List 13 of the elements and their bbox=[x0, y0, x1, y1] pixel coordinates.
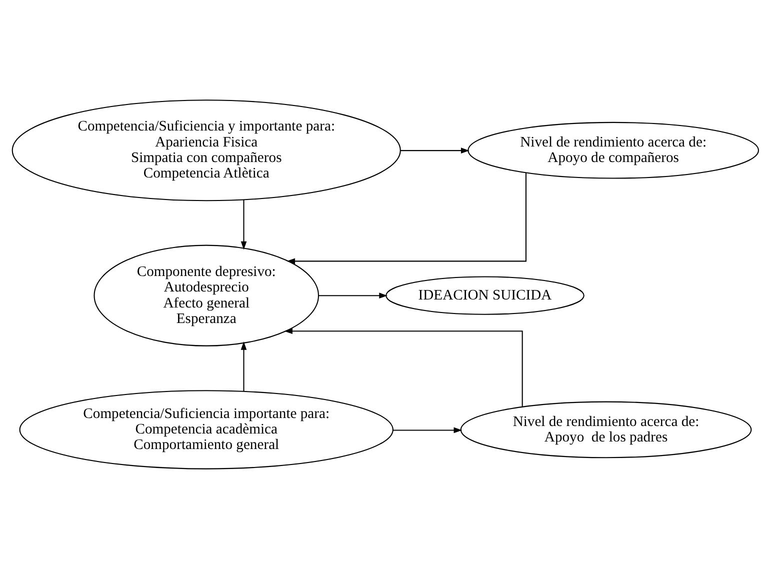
arrow bbox=[240, 341, 247, 391]
node-ellipse: Nivel de rendimiento acerca de: Apoyo de los padres bbox=[460, 400, 752, 458]
arrow bbox=[284, 328, 523, 406]
node-ellipse: IDEACION SUICIDA bbox=[386, 276, 584, 314]
arrow bbox=[286, 172, 526, 264]
node-ellipse: Nivel de rendimiento acerca de: Apoyo de compañeros bbox=[468, 121, 759, 178]
arrow bbox=[400, 147, 470, 153]
node-ellipse: Componente depresivo: Autodesprecio Afecto general Esperanza bbox=[94, 244, 320, 346]
arrow bbox=[318, 292, 388, 298]
arrow bbox=[393, 426, 462, 433]
node-ellipse: Competencia/Suficiencia y importante para: Apariencia Fisica Simpatia con compañeros Competencia Atlètica bbox=[12, 99, 401, 201]
node-ellipse: Competencia/Suficiencia importante para: Competencia acadèmica Comportamiento general bbox=[19, 390, 394, 469]
arrow bbox=[240, 199, 247, 250]
